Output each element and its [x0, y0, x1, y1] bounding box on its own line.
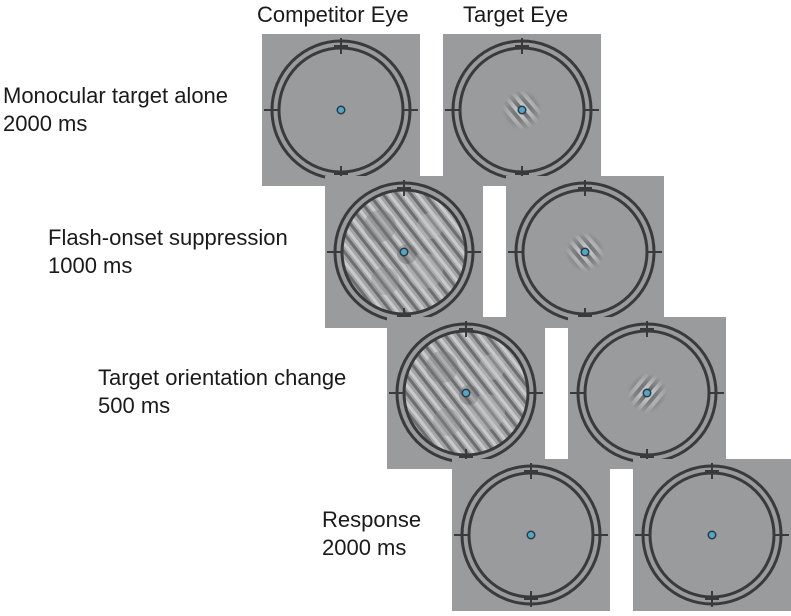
stimulus-display	[452, 459, 610, 611]
stimulus-display	[506, 176, 664, 328]
fusion-frame	[327, 180, 481, 324]
row-1-duration: 2000 ms	[3, 111, 88, 136]
fixation-dot	[338, 107, 344, 113]
stimulus-display	[443, 34, 601, 186]
stimulus-display	[387, 317, 545, 469]
target-eye-panel-row-4	[633, 459, 791, 611]
row-4-name: Response	[322, 507, 422, 532]
row-3-name: Target orientation change	[98, 365, 347, 390]
row-4-duration: 2000 ms	[322, 535, 407, 560]
row-label-3: Target orientation change 500 ms	[98, 364, 346, 420]
fixation-dot	[709, 532, 715, 538]
row-label-4: Response 2000 ms	[322, 506, 421, 562]
row-1-name: Monocular target alone	[3, 83, 229, 108]
fixation-dot	[401, 249, 407, 255]
row-2-duration: 1000 ms	[48, 253, 133, 278]
row-label-1: Monocular target alone 2000 ms	[3, 82, 228, 138]
row-2-name: Flash-onset suppression	[48, 225, 288, 250]
stimulus-display	[262, 34, 420, 186]
fusion-frame	[454, 463, 608, 607]
stimulus-display	[325, 176, 483, 328]
fixation-dot	[463, 390, 469, 396]
competitor-eye-panel-row-3	[387, 317, 545, 469]
competitor-eye-panel-row-2	[325, 176, 483, 328]
row-3-duration: 500 ms	[98, 393, 171, 418]
row-label-2: Flash-onset suppression 1000 ms	[48, 224, 288, 280]
target-eye-panel-row-1	[443, 34, 601, 186]
stimulus-display	[633, 459, 791, 611]
competitor-eye-panel-row-4	[452, 459, 610, 611]
header-target-eye: Target Eye	[463, 2, 569, 27]
fixation-dot	[528, 532, 534, 538]
fixation-dot	[582, 249, 588, 255]
header-competitor-eye: Competitor Eye	[257, 2, 409, 27]
noise-grating	[343, 191, 465, 313]
fixation-dot	[644, 390, 650, 396]
competitor-eye-panel-row-1	[262, 34, 420, 186]
fixation-dot	[519, 107, 525, 113]
fusion-frame	[635, 463, 789, 607]
stimulus-display	[568, 317, 726, 469]
target-eye-panel-row-3	[568, 317, 726, 469]
target-eye-panel-row-2	[506, 176, 664, 328]
